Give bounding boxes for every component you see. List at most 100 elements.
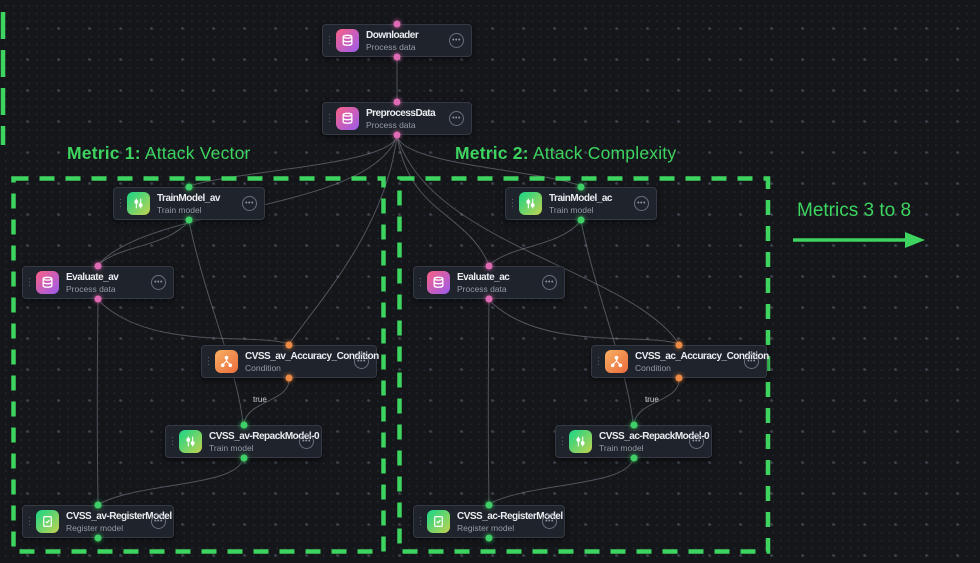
drag-handle-icon[interactable]: ⋮ [324,113,335,124]
output-port[interactable] [240,454,247,462]
node-title: PreprocessData [366,107,436,119]
metrics-arrow [793,232,925,248]
input-port[interactable] [240,421,247,429]
node-evaluate-av[interactable]: ⋮ Evaluate_av Process data ••• [22,262,174,303]
node-cvss-av-repackmodel-0[interactable]: ⋮ CVSS_av-RepackModel-0 Train model ••• [165,421,322,462]
condition-icon [605,350,628,373]
drag-handle-icon[interactable]: ⋮ [115,198,126,209]
node-subtitle: Process data [457,283,507,294]
register-model-icon [36,510,59,533]
node-subtitle: Process data [66,283,116,294]
node-subtitle: Register model [66,522,124,533]
input-port[interactable] [94,501,102,509]
group-title-metric-2-bold: Metric 2: [455,143,529,163]
output-port[interactable] [285,374,293,382]
drag-handle-icon[interactable]: ⋮ [415,516,426,527]
node-subtitle: Train model [157,204,202,215]
node-cvss-av-accuracy-condition[interactable]: ⋮ CVSS_av_Accuracy_Condition Condition •… [201,341,379,382]
node-cvss-ac-repackmodel-0[interactable]: ⋮ CVSS_ac-RepackModel-0 Train model ••• [555,421,712,462]
node-menu-button[interactable]: ••• [449,111,464,126]
node-menu-button[interactable]: ••• [242,196,257,211]
node-title: Downloader [366,29,419,41]
train-model-icon [519,192,542,215]
node-preprocessdata[interactable]: ⋮ PreprocessData Process data ••• [322,98,472,139]
input-port[interactable] [577,183,585,191]
node-menu-button[interactable]: ••• [151,275,166,290]
output-port[interactable] [485,534,493,542]
train-model-icon [127,192,150,215]
drag-handle-icon[interactable]: ⋮ [593,356,604,367]
output-port[interactable] [485,295,493,303]
node-title: CVSS_av-RepackModel-0 [209,430,320,442]
arrow-head-icon [905,232,925,248]
train-model-icon [179,430,202,453]
node-subtitle: Train model [209,442,254,453]
output-port[interactable] [675,374,683,382]
group-box-metric-1 [11,176,386,554]
group-title-metric-1-bold: Metric 1: [67,143,141,163]
input-port[interactable] [393,98,401,106]
output-port[interactable] [94,534,102,542]
process-data-icon [427,271,450,294]
node-menu-button[interactable]: ••• [689,434,704,449]
drag-handle-icon[interactable]: ⋮ [203,356,214,367]
node-cvss-av-registermodel[interactable]: ⋮ CVSS_av-RegisterModel Register model •… [22,501,174,542]
node-menu-button[interactable]: ••• [151,514,166,529]
drag-handle-icon[interactable]: ⋮ [24,516,35,527]
node-downloader[interactable]: ⋮ Downloader Process data ••• [322,20,472,61]
input-port[interactable] [185,183,193,191]
drag-handle-icon[interactable]: ⋮ [324,35,335,46]
node-cvss-ac-registermodel[interactable]: ⋮ CVSS_ac-RegisterModel Register model •… [413,501,565,542]
drag-handle-icon[interactable]: ⋮ [415,277,426,288]
node-trainmodel-av[interactable]: ⋮ TrainModel_av Train model ••• [113,183,265,224]
group-title-metric-1-rest: Attack Vector [140,143,251,163]
process-data-icon [336,107,359,130]
node-menu-button[interactable]: ••• [299,434,314,449]
node-menu-button[interactable]: ••• [354,354,369,369]
node-subtitle: Process data [366,41,416,52]
group-title-metric-2-rest: Attack Complexity [528,143,677,163]
output-port[interactable] [94,295,102,303]
drag-handle-icon[interactable]: ⋮ [557,436,568,447]
node-subtitle: Process data [366,119,416,130]
drag-handle-icon[interactable]: ⋮ [167,436,178,447]
input-port[interactable] [285,341,293,349]
output-port[interactable] [577,216,585,224]
output-port[interactable] [393,53,401,61]
node-cvss-ac-accuracy-condition[interactable]: ⋮ CVSS_ac_Accuracy_Condition Condition •… [591,341,769,382]
node-subtitle: Train model [599,442,644,453]
node-title: CVSS_ac-RegisterModel [457,510,563,522]
metrics-3-to-8-label: Metrics 3 to 8 [797,200,912,221]
group-box-metric-2 [397,176,771,554]
output-port[interactable] [393,131,401,139]
group-title-metric-2: Metric 2: Attack Complexity [455,143,676,164]
node-menu-button[interactable]: ••• [744,354,759,369]
node-subtitle: Register model [457,522,515,533]
node-subtitle: Condition [245,362,281,373]
output-port[interactable] [185,216,193,224]
node-title: CVSS_ac_Accuracy_Condition [635,350,769,362]
input-port[interactable] [485,501,493,509]
input-port[interactable] [485,262,493,270]
drag-handle-icon[interactable]: ⋮ [507,198,518,209]
output-port[interactable] [630,454,637,462]
node-title: TrainModel_ac [549,192,612,204]
group-dashed-borders [0,12,771,554]
node-evaluate-ac[interactable]: ⋮ Evaluate_ac Process data ••• [413,262,565,303]
input-port[interactable] [94,262,102,270]
input-port[interactable] [393,20,401,28]
node-title: CVSS_av-RegisterModel [66,510,172,522]
node-title: Evaluate_ac [457,271,510,283]
node-menu-button[interactable]: ••• [449,33,464,48]
node-menu-button[interactable]: ••• [542,514,557,529]
node-trainmodel-ac[interactable]: ⋮ TrainModel_ac Train model ••• [505,183,657,224]
process-data-icon [36,271,59,294]
node-subtitle: Train model [549,204,594,215]
input-port[interactable] [630,421,637,429]
node-menu-button[interactable]: ••• [634,196,649,211]
node-menu-button[interactable]: ••• [542,275,557,290]
drag-handle-icon[interactable]: ⋮ [24,277,35,288]
input-port[interactable] [675,341,683,349]
